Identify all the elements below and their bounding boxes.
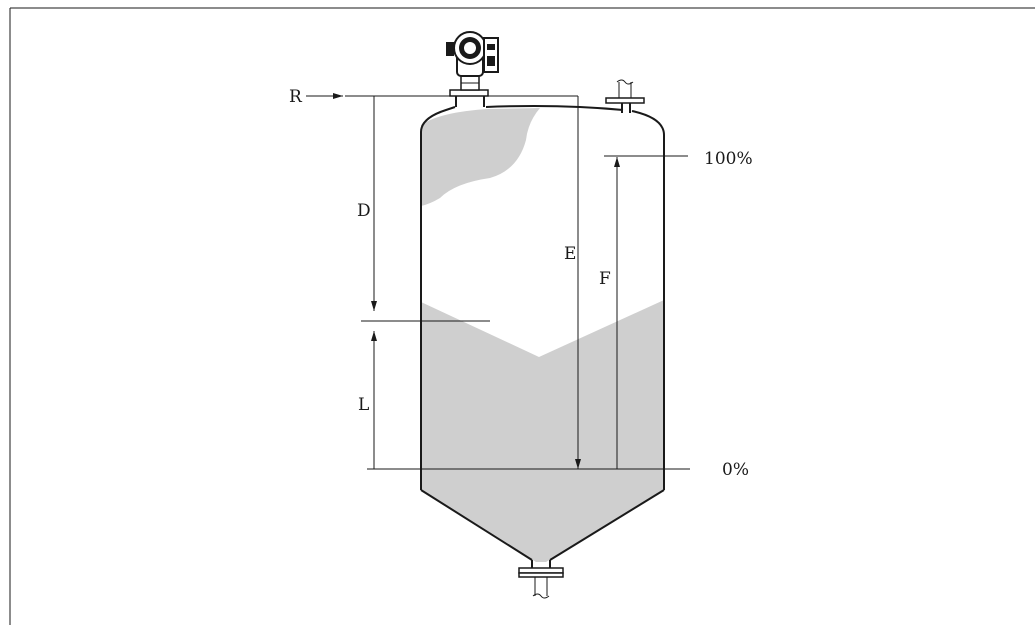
label-full: F xyxy=(599,269,611,289)
transmitter-icon xyxy=(446,31,499,107)
bottom-outlet xyxy=(518,560,564,599)
tank-outline xyxy=(420,105,665,561)
label-level: L xyxy=(358,395,369,415)
label-distance: D xyxy=(357,201,371,221)
material-fill xyxy=(421,300,664,562)
label-empty: E xyxy=(564,244,576,264)
label-reference: R xyxy=(289,87,303,107)
label-percent-empty: 0% xyxy=(722,460,749,480)
label-percent-full: 100% xyxy=(704,149,753,169)
roof-nozzle xyxy=(605,79,645,113)
material-buildup xyxy=(421,108,540,206)
